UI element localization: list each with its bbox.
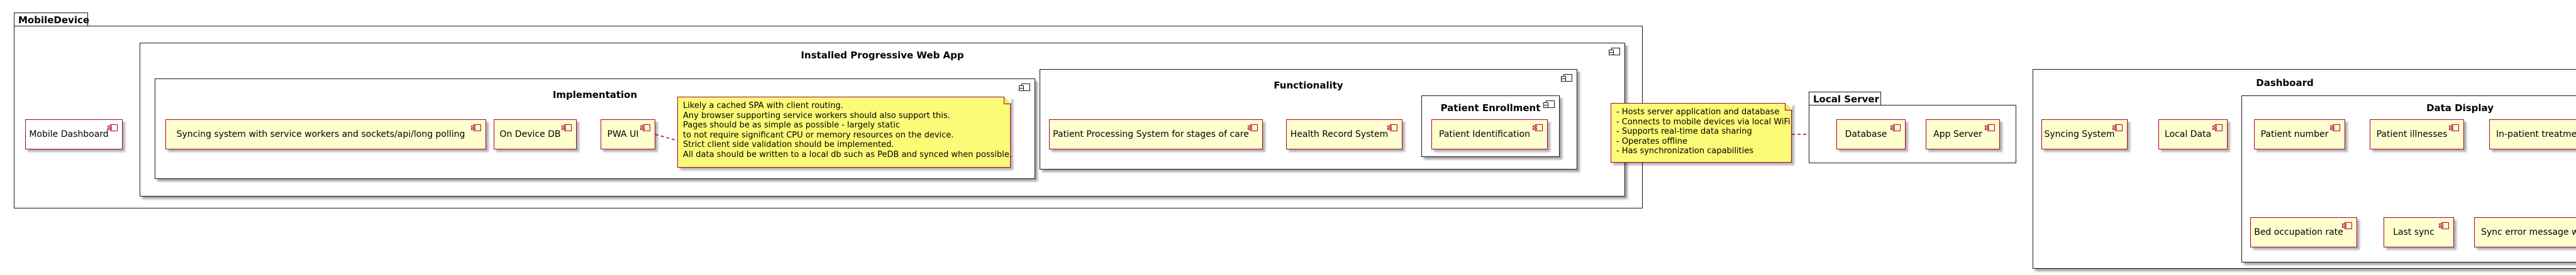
syncing-service-workers-component[interactable]: Syncing system with service workers and … [165,119,486,149]
component-icon [2212,124,2223,131]
node-icon [1609,48,1620,55]
note-line: Pages should be as simple as possible - … [683,121,901,130]
patient-processing-component[interactable]: Patient Processing System for stages of … [1049,119,1263,149]
pwa-ui-component[interactable]: PWA UI [601,119,655,149]
note-line: Likely a cached SPA with client routing. [683,101,843,111]
mobile-dashboard-component[interactable]: Mobile Dashboard [25,119,123,149]
note-line: to not require significant CPU or memory… [683,130,954,140]
component-icon [1890,124,1901,131]
patient-enrollment-title: Patient Enrollment [1440,102,1541,114]
bed-occupation-label: Bed occupation rate [2254,227,2343,237]
component-icon [2112,124,2123,131]
sync-error-label: Sync error message w [2481,227,2576,237]
node-icon [1561,74,1572,82]
patient-number-label: Patient number [2260,129,2329,139]
syncing-system-label: Syncing System [2044,129,2115,139]
local-server-package-tab: Local Server [1809,92,1881,105]
note-line: Any browser supporting service workers s… [683,111,950,121]
note-line: - Connects to mobile devices via local W… [1616,117,1790,127]
component-icon [640,124,650,131]
note-line: Strict client side validation should be … [683,140,894,149]
last-sync-label: Last sync [2393,227,2434,237]
mobile-device-package-label: MobileDevice [18,14,90,26]
node-icon [1543,100,1555,108]
component-icon [2342,222,2352,229]
in-patient-treatment-label: In-patient treatme [2496,129,2576,139]
app-server-component[interactable]: App Server [1926,119,2000,149]
sync-error-component[interactable]: Sync error message w [2474,217,2576,247]
component-icon [2449,124,2459,131]
patient-identification-label: Patient Identification [1439,129,1530,139]
database-label: Database [1845,129,1887,139]
node-icon [1019,84,1030,91]
local-data-label: Local Data [2164,129,2212,139]
patient-illnesses-label: Patient illnesses [2376,129,2448,139]
patient-illnesses-component[interactable]: Patient illnesses [2370,119,2464,149]
note-line: - Operates offline [1616,136,1687,146]
note-line: - Hosts server application and database [1616,107,1780,117]
component-icon [562,124,572,131]
note-line: All data should be written to a local db… [683,149,1013,159]
component-icon [2330,124,2340,131]
on-device-db-label: On Device DB [499,129,561,139]
database-component[interactable]: Database [1836,119,1906,149]
data-display-title: Data Display [2426,102,2494,114]
note-line: - Has synchronization capabilities [1616,146,1754,156]
dashboard-title: Dashboard [2256,77,2314,89]
patient-identification-component[interactable]: Patient Identification [1431,119,1548,149]
health-record-component[interactable]: Health Record System [1286,119,1402,149]
note-line: - Supports real-time data sharing [1616,127,1752,136]
local-server-note: - Hosts server application and database … [1611,102,1792,163]
last-sync-component[interactable]: Last sync [2384,217,2454,247]
patient-number-component[interactable]: Patient number [2254,119,2345,149]
component-icon [2439,222,2449,229]
on-device-db-component[interactable]: On Device DB [494,119,577,149]
bed-occupation-component[interactable]: Bed occupation rate [2250,217,2357,247]
component-icon [471,124,481,131]
mobile-dashboard-label: Mobile Dashboard [29,129,109,139]
local-data-component[interactable]: Local Data [2158,119,2228,149]
local-server-package-label: Local Server [1813,94,1879,105]
component-icon [1985,124,1995,131]
implementation-title: Implementation [552,89,638,100]
functionality-title: Functionality [1274,80,1343,91]
component-icon [1248,124,1258,131]
in-patient-treatment-component[interactable]: In-patient treatme [2489,119,2576,149]
component-icon [1387,124,1397,131]
syncing-service-workers-label: Syncing system with service workers and … [176,129,465,139]
mobile-device-package-tab: MobileDevice [14,13,90,26]
component-icon [108,124,118,131]
health-record-label: Health Record System [1290,129,1389,139]
pwa-ui-note: Likely a cached SPA with client routing.… [677,96,1013,168]
syncing-system-component[interactable]: Syncing System [2041,119,2128,149]
pwa-ui-label: PWA UI [607,129,639,139]
installed-pwa-title: Installed Progressive Web App [801,50,964,61]
component-icon [1533,124,1543,131]
app-server-label: App Server [1933,129,1982,139]
patient-processing-label: Patient Processing System for stages of … [1053,129,1249,139]
